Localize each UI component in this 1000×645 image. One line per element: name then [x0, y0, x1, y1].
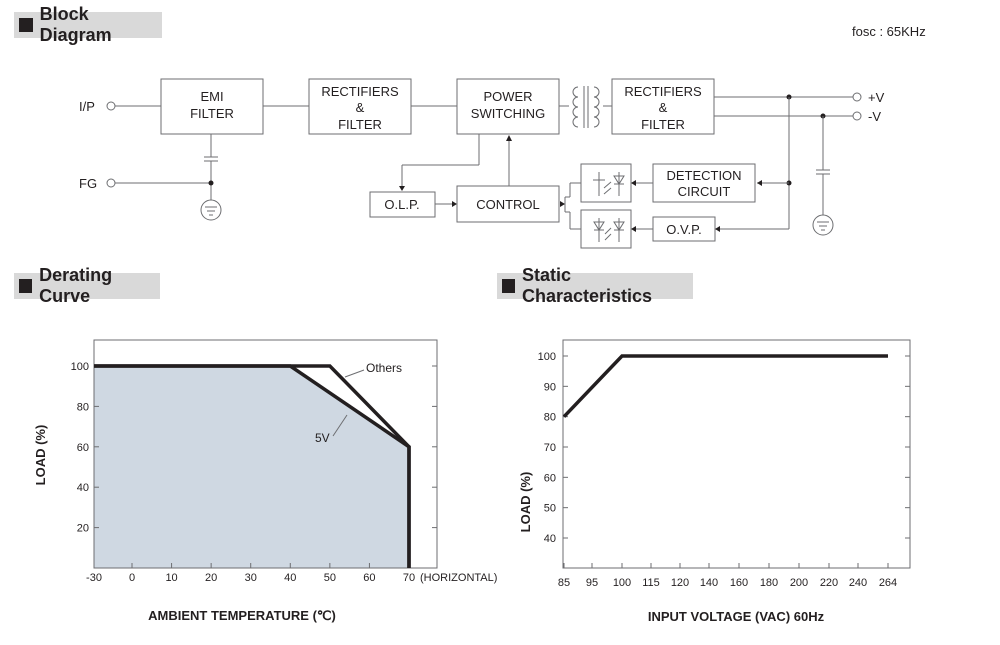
output-rectifiers-filter-block: RECTIFIERS & FILTER — [611, 78, 715, 135]
svg-text:O.L.P.: O.L.P. — [384, 197, 419, 212]
y-tick-label: 50 — [544, 503, 556, 515]
x-tick-label: 120 — [671, 577, 689, 589]
svg-text:RECTIFIERS: RECTIFIERS — [321, 84, 399, 99]
others-annotation: Others — [366, 361, 402, 375]
emi-filter-block: EMI FILTER — [160, 78, 264, 135]
static-plot-frame — [562, 339, 911, 569]
oscillator-frequency: fosc : 65KHz — [852, 24, 926, 39]
x-tick-label: 70 — [403, 572, 415, 584]
pos-output-label: +V — [868, 90, 885, 105]
derating-plot-frame — [93, 339, 438, 569]
svg-text:CONTROL: CONTROL — [476, 197, 540, 212]
y-tick-label: 100 — [71, 361, 89, 373]
fg-terminal — [106, 178, 116, 188]
static-characteristics-chart: 85 95 100 115 120 140 160 180 200 220 240 264 40 50 6… — [518, 339, 911, 624]
y-tick-label: 60 — [544, 472, 556, 484]
x-tick-label: 115 — [642, 577, 660, 589]
neg-terminal — [852, 111, 862, 121]
y-tick-label: 100 — [538, 351, 556, 363]
others-leader-line — [344, 369, 365, 378]
pos-terminal — [852, 92, 862, 102]
y-tick-label: 90 — [544, 381, 556, 393]
svg-text:&: & — [356, 100, 365, 115]
x-tick-label: 0 — [129, 572, 135, 584]
ovp-block: O.V.P. — [652, 216, 716, 242]
y-tick-label: 80 — [77, 401, 89, 413]
5v-leader-line — [332, 414, 348, 437]
x-tick-label: 95 — [586, 577, 598, 589]
x-tick-label: 10 — [165, 572, 177, 584]
derating-curve-header: Derating Curve — [14, 265, 160, 306]
olp-block: O.L.P. — [369, 191, 436, 218]
detection-circuit-block: DETECTION CIRCUIT — [652, 163, 756, 203]
static-characteristics-title: Static Characteristics — [522, 265, 653, 306]
x-tick-label: 100 — [613, 577, 631, 589]
x-tick-suffix: (HORIZONTAL) — [420, 572, 497, 584]
square-bullet-icon — [19, 279, 33, 293]
static-characteristics-header: Static Characteristics — [497, 265, 693, 306]
x-tick-label: 160 — [730, 577, 748, 589]
optocoupler-icon — [580, 209, 632, 249]
optocoupler-icon — [580, 163, 632, 203]
y-tick-label: 70 — [544, 442, 556, 454]
x-tick-label: -30 — [86, 572, 102, 584]
control-block: CONTROL — [456, 185, 560, 223]
x-tick-label: 140 — [700, 577, 718, 589]
y-tick-label: 40 — [77, 482, 89, 494]
svg-text:O.V.P.: O.V.P. — [666, 222, 701, 237]
wiring — [115, 94, 853, 236]
square-bullet-icon — [502, 279, 515, 293]
svg-text:EMI: EMI — [200, 89, 223, 104]
x-tick-label: 20 — [205, 572, 217, 584]
derating-y-axis-label: LOAD (%) — [33, 425, 48, 486]
static-x-axis-label: INPUT VOLTAGE (VAC) 60Hz — [648, 609, 825, 624]
x-tick-label: 30 — [245, 572, 257, 584]
load-line — [562, 354, 888, 418]
x-tick-label: 220 — [820, 577, 838, 589]
static-y-axis-label: LOAD (%) — [518, 472, 533, 533]
svg-text:FILTER: FILTER — [190, 106, 234, 121]
neg-output-label: -V — [868, 109, 881, 124]
fg-label: FG — [79, 176, 97, 191]
svg-text:SWITCHING: SWITCHING — [471, 106, 545, 121]
y-tick-label: 40 — [544, 533, 556, 545]
y-tick-label: 60 — [77, 442, 89, 454]
square-bullet-icon — [19, 18, 33, 32]
x-tick-label: 40 — [284, 572, 296, 584]
5v-annotation: 5V — [315, 431, 330, 445]
block-diagram: I/P FG +V -V EMI FILTER RECTIFIERS & FIL… — [79, 78, 885, 249]
x-tick-label: 50 — [324, 572, 336, 584]
svg-text:POWER: POWER — [483, 89, 532, 104]
svg-text:CIRCUIT: CIRCUIT — [678, 184, 731, 199]
rectifiers-filter-block: RECTIFIERS & FILTER — [308, 78, 412, 135]
derating-x-axis-label: AMBIENT TEMPERATURE (℃) — [148, 608, 336, 623]
svg-text:FILTER: FILTER — [641, 117, 685, 132]
series-line-others — [94, 364, 411, 568]
x-tick-label: 200 — [790, 577, 808, 589]
svg-text:FILTER: FILTER — [338, 117, 382, 132]
svg-text:RECTIFIERS: RECTIFIERS — [624, 84, 702, 99]
ip-terminal — [106, 101, 116, 111]
x-tick-label: 180 — [760, 577, 778, 589]
transformer-icon — [572, 86, 600, 128]
x-tick-label: 85 — [558, 577, 570, 589]
derating-safe-area — [94, 366, 409, 568]
y-tick-label: 80 — [544, 412, 556, 424]
block-diagram-title: Block Diagram — [39, 4, 112, 45]
block-diagram-header: Block Diagram — [14, 4, 162, 45]
derating-curve-title: Derating Curve — [39, 265, 113, 306]
svg-text:DETECTION: DETECTION — [666, 168, 741, 183]
derating-chart: -30 0 10 20 30 40 50 60 70 20 40 60 80 100 (HORIZONT… — [33, 339, 497, 623]
ip-label: I/P — [79, 99, 95, 114]
power-switching-block: POWER SWITCHING — [456, 78, 560, 135]
x-tick-label: 264 — [879, 577, 897, 589]
svg-text:&: & — [659, 100, 668, 115]
y-tick-label: 20 — [77, 523, 89, 535]
x-tick-label: 240 — [849, 577, 867, 589]
x-tick-label: 60 — [363, 572, 375, 584]
